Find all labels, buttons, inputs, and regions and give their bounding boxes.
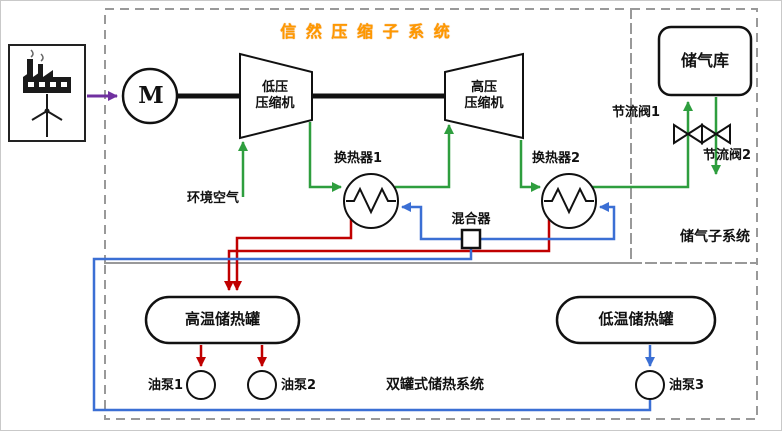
- throttle-valve-2-label: 节流阀2: [703, 148, 752, 163]
- hot-tank-label: 高温储热罐: [184, 310, 260, 328]
- hx1-to-hp-line: [395, 124, 454, 189]
- lp-compressor-label: 低压 压缩机: [255, 80, 295, 112]
- mixer-box: [460, 228, 482, 250]
- oil-pump-3-label: 油泵3: [669, 378, 705, 393]
- cold-oil-lines: [92, 202, 655, 412]
- power-source-box: [8, 44, 86, 142]
- mixer-to-hx2-line: [480, 202, 616, 241]
- hp-compressor-shape: [444, 52, 524, 140]
- hx2-to-storage-line: [592, 101, 693, 189]
- heat-exchanger-1-label: 换热器1: [334, 151, 383, 166]
- oil-pump-2-label: 油泵2: [281, 378, 317, 393]
- throttle-valve-2-symbol: [701, 123, 731, 145]
- hx1-to-hot-tank-line: [232, 219, 353, 291]
- heat-exchanger-1-symbol: [343, 173, 399, 229]
- oil-pump-2-shape: [247, 370, 277, 400]
- wind-turbine-icon: [31, 94, 63, 137]
- factory-icon: [23, 49, 71, 93]
- ambient-air-label: 环境空气: [187, 191, 240, 206]
- thermal-storage-system-label: 双罐式储热系统: [386, 377, 484, 393]
- throttle-valve-1-label: 节流阀1: [612, 105, 661, 120]
- thermal-storage-subsystem-boundary: [104, 262, 758, 420]
- mixer-to-hx1-line: [401, 202, 462, 241]
- throttle-valve-1-symbol: [673, 123, 703, 145]
- cold-tank-shape: [555, 295, 717, 345]
- lp-compressor-shape: [239, 52, 313, 140]
- compression-subsystem-title: 信 然 压 缩 子 系 统: [280, 22, 452, 41]
- mixer-label: 混合器: [451, 212, 491, 227]
- oil-pump-3-shape: [635, 370, 665, 400]
- heat-exchanger-2-label: 换热器2: [532, 151, 581, 166]
- heat-exchanger-2-symbol: [541, 173, 597, 229]
- pump3-to-mixer-line: [92, 249, 652, 412]
- gas-storage-tank-shape: [657, 25, 753, 97]
- hot-tank-shape: [144, 295, 301, 345]
- hot-oil-lines: [196, 219, 551, 367]
- gas-storage-tank-label: 储气库: [680, 51, 729, 70]
- hx2-to-hot-tank-line: [224, 219, 551, 291]
- oil-pump-1-shape: [186, 370, 216, 400]
- motor-label: M: [138, 82, 164, 109]
- oil-pump-1-label: 油泵1: [147, 378, 183, 393]
- motor-circle: [121, 67, 179, 125]
- gas-storage-subsystem-label: 储气子系统: [680, 229, 750, 245]
- cold-tank-label: 低温储热罐: [598, 310, 674, 328]
- hp-compressor-label: 高压 压缩机: [464, 80, 504, 112]
- air-flow-lines: [238, 97, 721, 197]
- hp-to-hx2-line: [519, 140, 541, 192]
- lp-to-hx1-line: [308, 122, 342, 192]
